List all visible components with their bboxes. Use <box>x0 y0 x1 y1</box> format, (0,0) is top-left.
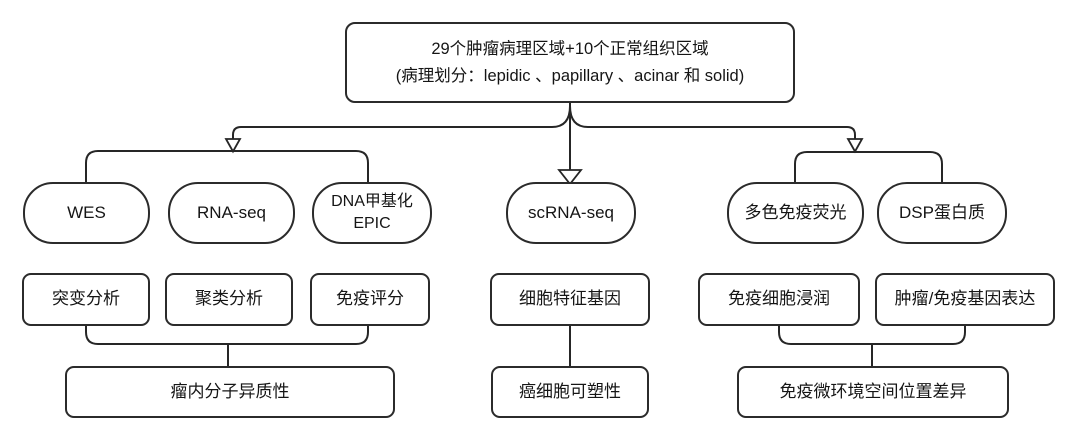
arrowhead-center-icon <box>557 169 583 186</box>
connector-branch-left <box>232 105 571 139</box>
node-analysis-immune-score: 免疫评分 <box>310 273 430 326</box>
node-analysis-cell-signature-genes: 细胞特征基因 <box>490 273 650 326</box>
node-root-cohort: 29个肿瘤病理区域+10个正常组织区域 (病理划分：lepidic 、papil… <box>345 22 795 103</box>
connector-spread-right <box>794 151 943 182</box>
arrowhead-left-icon <box>224 138 242 154</box>
connector-branch-right <box>569 105 856 139</box>
node-finding-immune-microenvironment-spatial-difference: 免疫微环境空间位置差异 <box>737 366 1009 418</box>
node-method-multiplex-if: 多色免疫荧光 <box>727 182 864 244</box>
node-analysis-clustering: 聚类分析 <box>165 273 293 326</box>
arrowhead-right-icon <box>846 138 864 154</box>
connector-gather-right <box>778 326 966 345</box>
node-method-rna-seq: RNA-seq <box>168 182 295 244</box>
node-method-dna-methylation-epic: DNA甲基化 EPIC <box>312 182 432 244</box>
connector-gather-left <box>85 326 369 345</box>
node-analysis-mutation: 突变分析 <box>22 273 150 326</box>
node-method-scrna-seq: scRNA-seq <box>506 182 636 244</box>
node-analysis-immune-infiltration: 免疫细胞浸润 <box>698 273 860 326</box>
node-analysis-tumor-immune-expression: 肿瘤/免疫基因表达 <box>875 273 1055 326</box>
node-method-dsp-protein: DSP蛋白质 <box>877 182 1007 244</box>
node-finding-intratumor-heterogeneity: 瘤内分子异质性 <box>65 366 395 418</box>
node-method-wes: WES <box>23 182 150 244</box>
node-finding-cancer-cell-plasticity: 癌细胞可塑性 <box>491 366 649 418</box>
connector-spread-left <box>85 150 369 182</box>
